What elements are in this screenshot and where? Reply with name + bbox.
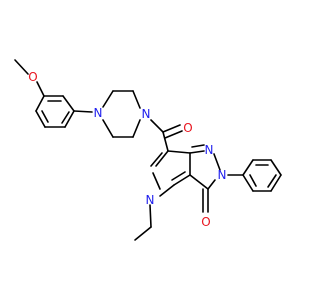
bond [150, 152, 163, 167]
piperazine-nitrogen-label: N [142, 107, 151, 121]
bond [14, 59, 29, 75]
bond [155, 150, 169, 167]
structure-svg: O N N O N N N O [14, 59, 282, 241]
bond [171, 171, 186, 181]
pyridinone-nitrogen-label: N [146, 193, 155, 207]
bond [164, 130, 183, 139]
bond [62, 95, 75, 112]
bond [61, 111, 70, 124]
bond [270, 174, 282, 192]
bond [134, 226, 152, 241]
bond [35, 95, 45, 112]
bond [173, 174, 191, 186]
carbonyl-oxygen-label: O [183, 121, 192, 135]
bond [167, 150, 191, 154]
bond [270, 159, 282, 176]
bond [73, 110, 93, 113]
ketone-oxygen-label: O [201, 215, 210, 229]
bond [41, 110, 49, 123]
bond [150, 119, 164, 133]
bond [132, 119, 141, 138]
bond [102, 90, 114, 108]
bond [267, 174, 277, 188]
bond [191, 144, 205, 148]
molecule-drawing: O N N O N N N O [14, 59, 282, 241]
bond [35, 110, 46, 128]
pyrazole-nitrogen-label: N [218, 168, 227, 182]
bond [242, 174, 254, 192]
bond [102, 119, 114, 138]
bond [64, 110, 75, 128]
bond [162, 124, 181, 133]
bond [213, 153, 221, 171]
bond [162, 131, 169, 152]
pyrazole-nitrogen-label: N [205, 143, 214, 157]
bond [242, 159, 254, 176]
bond [189, 150, 205, 154]
bond [207, 179, 216, 190]
bond [159, 184, 175, 197]
bond [132, 90, 141, 109]
bond [249, 174, 257, 187]
bond [36, 81, 45, 97]
piperazine-nitrogen-label: N [94, 106, 103, 120]
bond [152, 172, 161, 190]
bond [189, 174, 209, 190]
methoxy-oxygen-label: O [28, 70, 37, 84]
bond [149, 204, 152, 228]
